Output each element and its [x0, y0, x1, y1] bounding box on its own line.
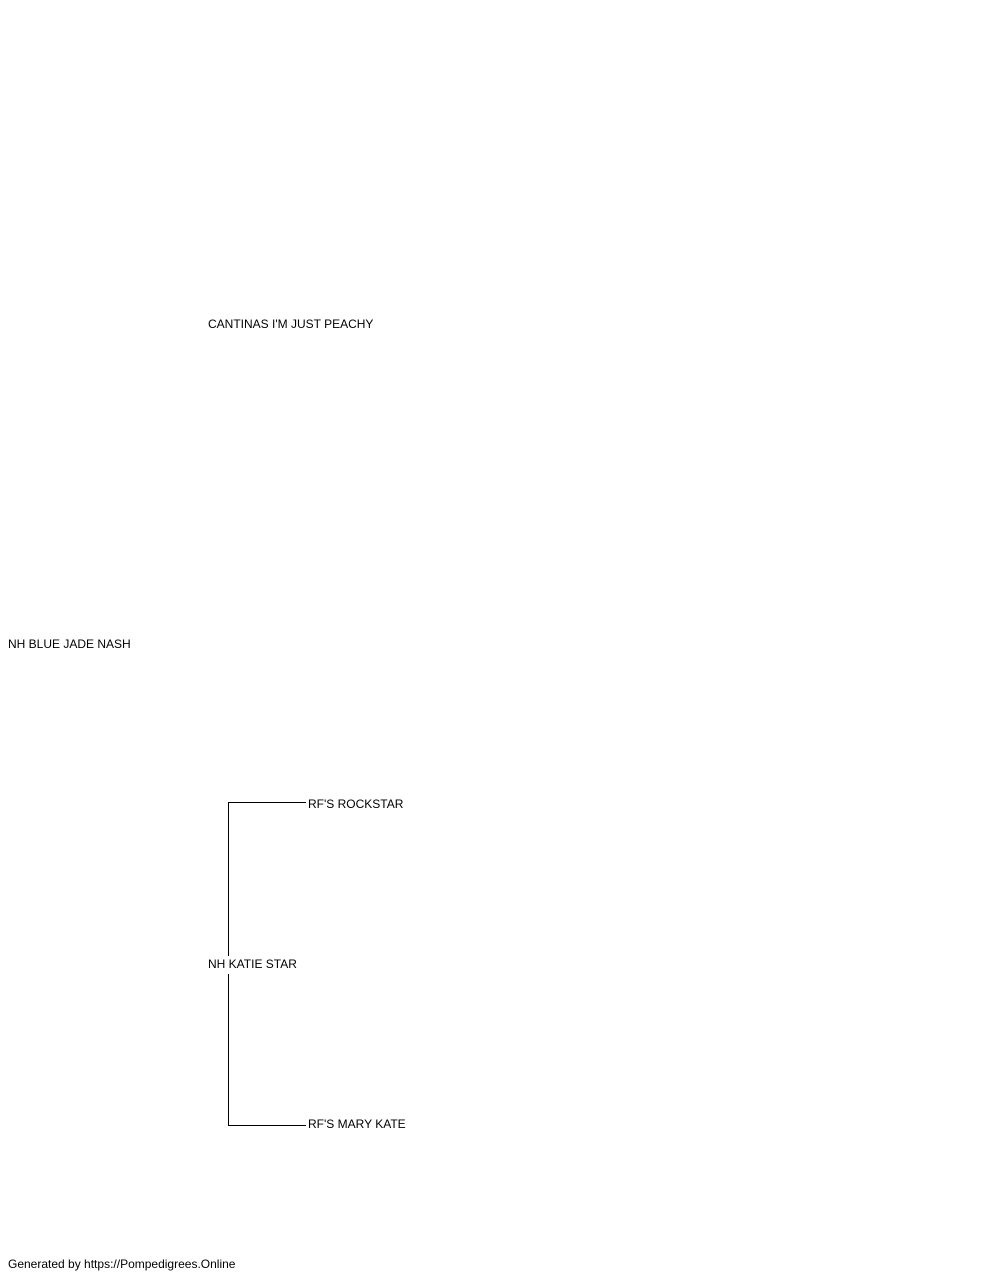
subject-name: NH BLUE JADE NASH [8, 637, 131, 651]
dam-name: NH KATIE STAR [208, 957, 297, 971]
dam-dam-name: RF'S MARY KATE [308, 1117, 406, 1131]
dam-dam-connector [228, 1125, 306, 1126]
dam-sire-connector [228, 802, 306, 803]
dam-sire-name: RF'S ROCKSTAR [308, 797, 404, 811]
sire-name: CANTINAS I'M JUST PEACHY [208, 317, 374, 331]
dam-connector-lower-vertical [228, 974, 229, 1126]
generated-by-footer: Generated by https://Pompedigrees.Online [8, 1257, 236, 1271]
dam-connector-upper-vertical [228, 802, 229, 956]
